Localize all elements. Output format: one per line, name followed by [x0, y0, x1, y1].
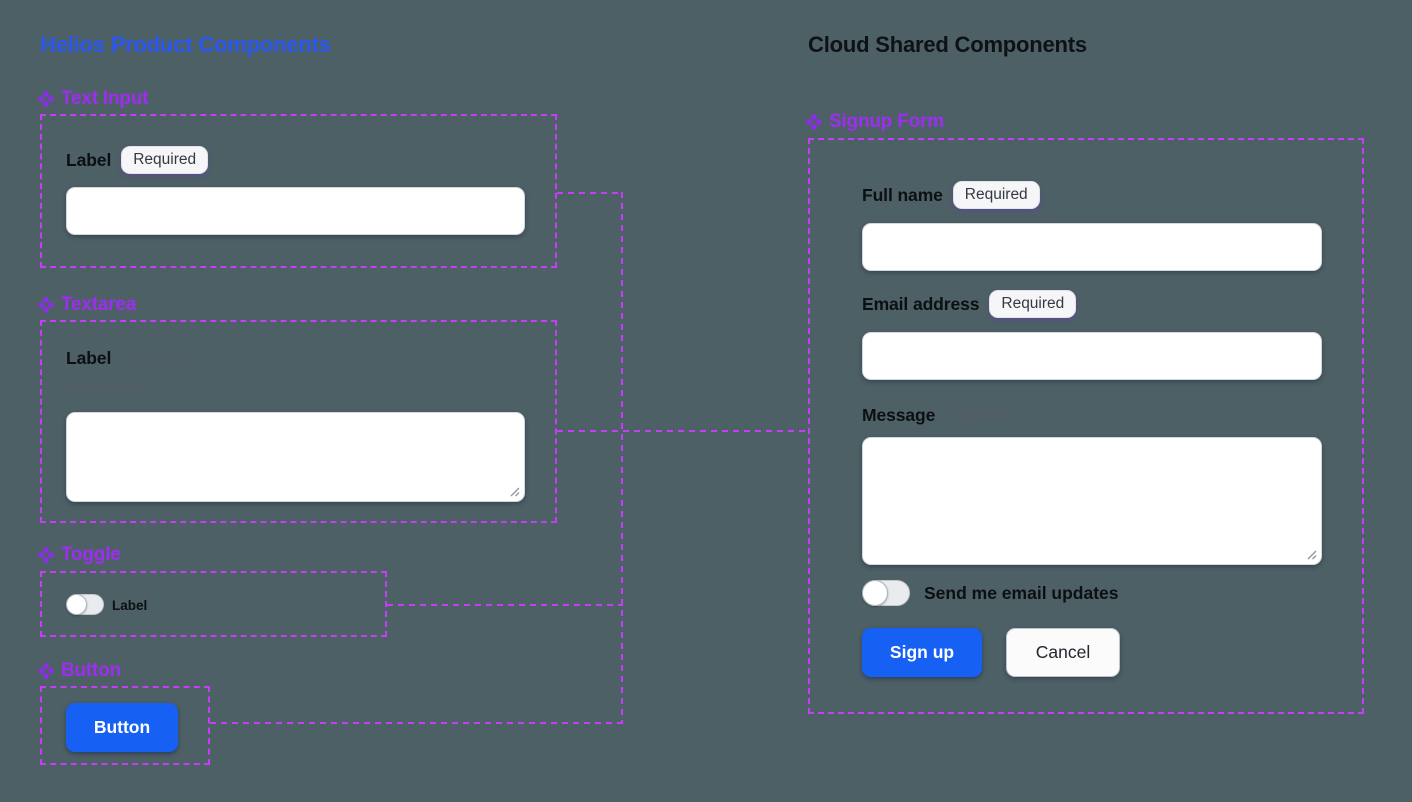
component-heading-button[interactable]: Button	[37, 660, 121, 682]
field-label: Label	[66, 149, 112, 170]
optional-hint: (Optional)	[945, 405, 1020, 424]
optional-hint: (Optional)	[121, 348, 196, 367]
required-badge: Required	[952, 181, 1040, 209]
right-panel-title: Cloud Shared Components	[808, 32, 1087, 57]
textarea-component-frame[interactable]	[40, 320, 557, 523]
figma-component-icon	[37, 90, 55, 108]
left-panel-title: Helios Product Components	[40, 32, 331, 57]
text-input-component-frame[interactable]	[40, 114, 557, 268]
text-input-field[interactable]	[66, 187, 525, 235]
email-input[interactable]	[862, 332, 1322, 380]
field-label: Email address	[862, 293, 980, 314]
full-name-input[interactable]	[862, 223, 1322, 271]
button-component[interactable]: Button	[66, 703, 178, 752]
toggle-label: Label	[112, 598, 148, 613]
button-component-frame[interactable]	[40, 686, 210, 765]
message-label-row: Message (Optional)	[862, 401, 1020, 429]
field-label: Full name	[862, 184, 943, 205]
message-textarea[interactable]	[862, 437, 1322, 565]
email-updates-label: Send me email updates	[924, 583, 1119, 603]
textarea-field[interactable]	[66, 412, 525, 502]
component-heading-label: Text Input	[61, 88, 149, 109]
field-label: Label	[66, 347, 112, 368]
helper-text: Helper text	[66, 380, 141, 397]
textarea-field-wrap	[66, 412, 525, 502]
connector-toggle	[387, 604, 623, 606]
connector-button	[210, 722, 623, 724]
message-field-wrap	[862, 437, 1322, 565]
sign-up-button[interactable]: Sign up	[862, 628, 982, 677]
component-heading-textarea[interactable]: Textarea	[37, 294, 137, 316]
text-input-label-row: Label Required	[66, 146, 209, 174]
toggle-knob	[862, 580, 888, 606]
email-updates-toggle[interactable]	[862, 580, 910, 606]
component-heading-label: Button	[61, 660, 121, 681]
figma-component-icon	[805, 113, 823, 131]
component-heading-label: Textarea	[61, 294, 137, 315]
component-heading-text-input[interactable]: Text Input	[37, 88, 149, 110]
figma-component-icon	[37, 662, 55, 680]
component-heading-label: Toggle	[61, 544, 121, 565]
signup-form-component-frame[interactable]	[808, 138, 1364, 714]
figma-component-icon	[37, 296, 55, 314]
connector-textarea-to-form	[557, 430, 808, 432]
textarea-label-row: Label (Optional)	[66, 344, 196, 372]
component-heading-signup-form[interactable]: Signup Form	[805, 111, 944, 133]
figma-component-icon	[37, 546, 55, 564]
connector-bus-vertical	[621, 192, 623, 723]
cancel-button[interactable]: Cancel	[1006, 628, 1120, 677]
field-label: Message	[862, 404, 936, 425]
component-heading-toggle[interactable]: Toggle	[37, 544, 121, 566]
connector-text-input	[557, 192, 623, 194]
email-label-row: Email address Required	[862, 290, 1077, 318]
toggle-switch[interactable]	[66, 594, 104, 615]
toggle-component-frame[interactable]	[40, 571, 387, 637]
required-badge: Required	[121, 146, 209, 174]
full-name-label-row: Full name Required	[862, 181, 1040, 209]
component-heading-label: Signup Form	[829, 111, 944, 132]
toggle-knob	[66, 594, 87, 615]
required-badge: Required	[989, 290, 1077, 318]
